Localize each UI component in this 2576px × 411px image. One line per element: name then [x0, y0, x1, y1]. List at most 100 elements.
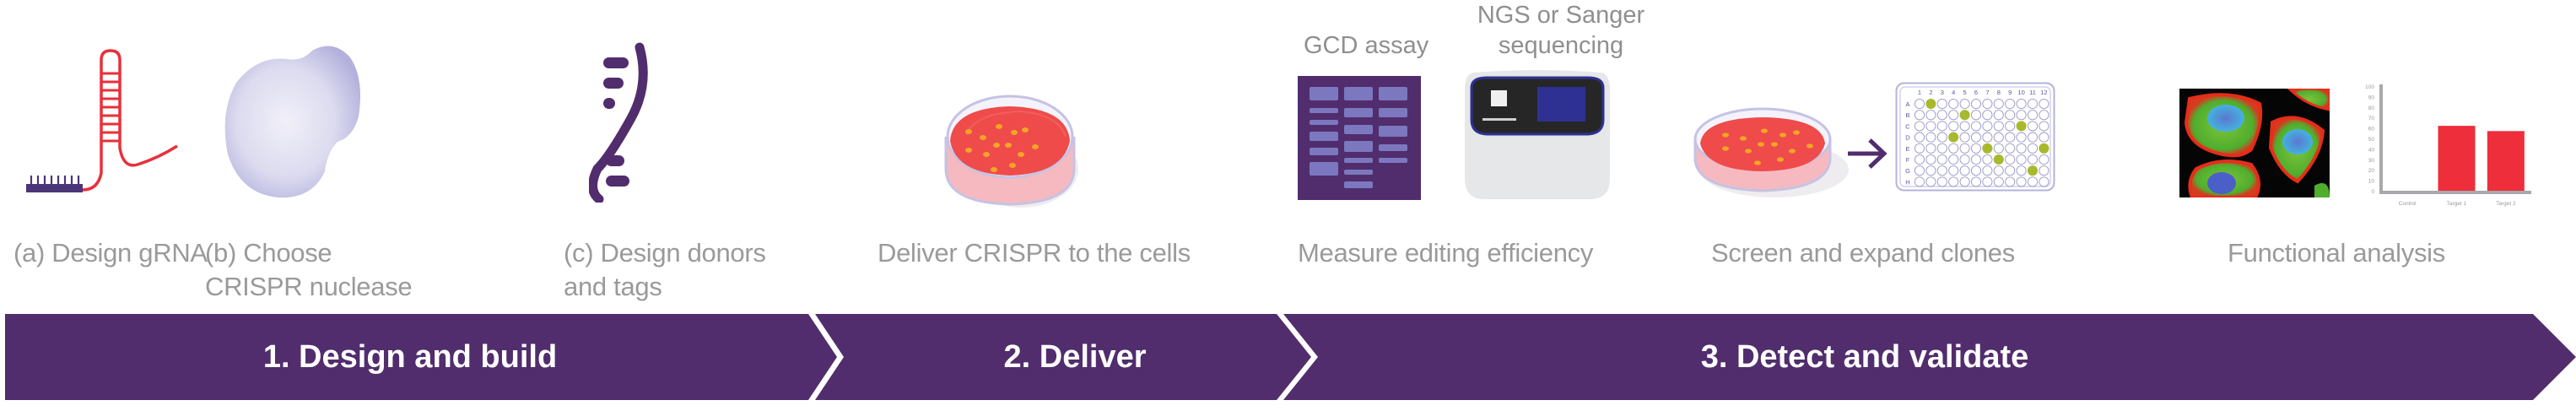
- step-label-choose-nuclease-line1: (b) Choose: [205, 238, 332, 268]
- well-positive: [1959, 110, 1970, 121]
- well-empty: [1970, 165, 1982, 176]
- plate-row-label: E: [1905, 145, 1909, 153]
- well-empty: [2027, 110, 2039, 121]
- cell-microscopy-icon: [2179, 89, 2330, 197]
- well-empty: [2016, 110, 2027, 121]
- step-label-choose-nuclease-line2: CRISPR nuclease: [205, 272, 413, 301]
- well-empty: [2027, 154, 2039, 165]
- petri-dish-small-icon: [1690, 100, 1850, 201]
- plate-row-label: G: [1905, 167, 1910, 175]
- well-empty: [2039, 121, 2049, 132]
- plate-column-label: 10: [2017, 89, 2024, 96]
- well-empty: [1936, 143, 1947, 154]
- well-empty: [2016, 165, 2027, 176]
- well-empty: [2027, 98, 2039, 110]
- well-empty: [1948, 176, 1959, 187]
- well-empty: [1948, 154, 1959, 165]
- well-empty: [1936, 121, 1947, 132]
- plate-row-label: F: [1906, 156, 1910, 164]
- well-empty: [1936, 154, 1947, 165]
- plate-column-label: 4: [1952, 89, 1955, 96]
- well-empty: [1925, 176, 1936, 187]
- well-empty: [1959, 154, 1970, 165]
- well-empty: [1959, 121, 1970, 132]
- sequencer-icon: [1461, 69, 1613, 203]
- well-empty: [2016, 132, 2027, 143]
- well-empty: [1970, 132, 1982, 143]
- y-axis: [2379, 84, 2383, 194]
- well-empty: [1993, 143, 2004, 154]
- well-empty: [1925, 154, 1936, 165]
- well-positive: [2016, 121, 2027, 132]
- plate-column-label: 7: [1985, 89, 1989, 96]
- bar: [2438, 126, 2476, 191]
- phase-1-chevron: [5, 314, 837, 400]
- step-label-measure: Measure editing efficiency: [1298, 238, 1594, 268]
- plate-column-label: 9: [2008, 89, 2012, 96]
- well-empty: [1959, 165, 1970, 176]
- well-empty: [1959, 98, 1970, 110]
- well-empty: [1993, 98, 2004, 110]
- well-empty: [2016, 143, 2027, 154]
- well-empty: [1948, 165, 1959, 176]
- well-empty: [2005, 154, 2016, 165]
- well-empty: [1993, 165, 2004, 176]
- well-empty: [1925, 143, 1936, 154]
- plate-row-label: A: [1905, 100, 1909, 108]
- petri-dish-icon: [941, 84, 1080, 215]
- well-empty: [2039, 110, 2049, 121]
- y-tick-label: 60: [2368, 127, 2375, 132]
- phase-1-label: 1. Design and build: [262, 339, 558, 375]
- well-positive: [1925, 98, 1936, 110]
- well-empty: [2016, 154, 2027, 165]
- well-positive: [1993, 154, 2004, 165]
- phase-2-chevron: [815, 314, 1311, 400]
- y-tick-label: 80: [2368, 105, 2375, 111]
- y-tick-label: 70: [2368, 116, 2375, 122]
- well-empty: [1970, 121, 1982, 132]
- well-empty: [1914, 121, 1925, 132]
- well-empty: [1936, 98, 1947, 110]
- well-empty: [1936, 165, 1947, 176]
- well-empty: [1914, 110, 1925, 121]
- well-empty: [1948, 110, 1959, 121]
- gel-icon: [1298, 76, 1421, 200]
- x-category-label: Target 2: [2496, 201, 2516, 207]
- grna-hairpin-icon: [24, 46, 184, 198]
- well-empty: [2027, 132, 2039, 143]
- well-empty: [2027, 176, 2039, 187]
- step-label-design-donors-line1: (c) Design donors: [564, 238, 766, 268]
- well-empty: [1914, 165, 1925, 176]
- well-empty: [1982, 110, 1993, 121]
- well-empty: [1970, 98, 1982, 110]
- well-empty: [1914, 98, 1925, 110]
- well-empty: [1948, 143, 1959, 154]
- well-empty: [1914, 143, 1925, 154]
- well-empty: [1925, 110, 1936, 121]
- well-empty: [1970, 154, 1982, 165]
- well-empty: [2039, 154, 2049, 165]
- x-axis: [2379, 191, 2531, 194]
- well-empty: [1982, 98, 1993, 110]
- phase-3-arrow: [1283, 314, 2576, 400]
- plate-row-label: D: [1905, 134, 1910, 142]
- plate-row-label: H: [1905, 178, 1909, 186]
- y-tick-label: 100: [2365, 84, 2374, 90]
- plate-column-label: 8: [1997, 89, 2001, 96]
- well-empty: [2039, 98, 2049, 110]
- gcd-assay-label: GCD assay: [1304, 32, 1429, 59]
- well-empty: [1982, 121, 1993, 132]
- well-empty: [1914, 132, 1925, 143]
- plate-column-label: 11: [2029, 89, 2036, 96]
- plate-row-label: C: [1905, 122, 1910, 130]
- well-empty: [1970, 176, 1982, 187]
- y-tick-label: 0: [2371, 189, 2374, 195]
- plate-column-label: 1: [1918, 89, 1921, 96]
- well-empty: [2027, 121, 2039, 132]
- well-empty: [1982, 165, 1993, 176]
- well-empty: [1970, 143, 1982, 154]
- step-label-design-grna: (a) Design gRNA: [14, 238, 208, 268]
- well-empty: [2005, 143, 2016, 154]
- x-category-label: Control: [2399, 201, 2417, 207]
